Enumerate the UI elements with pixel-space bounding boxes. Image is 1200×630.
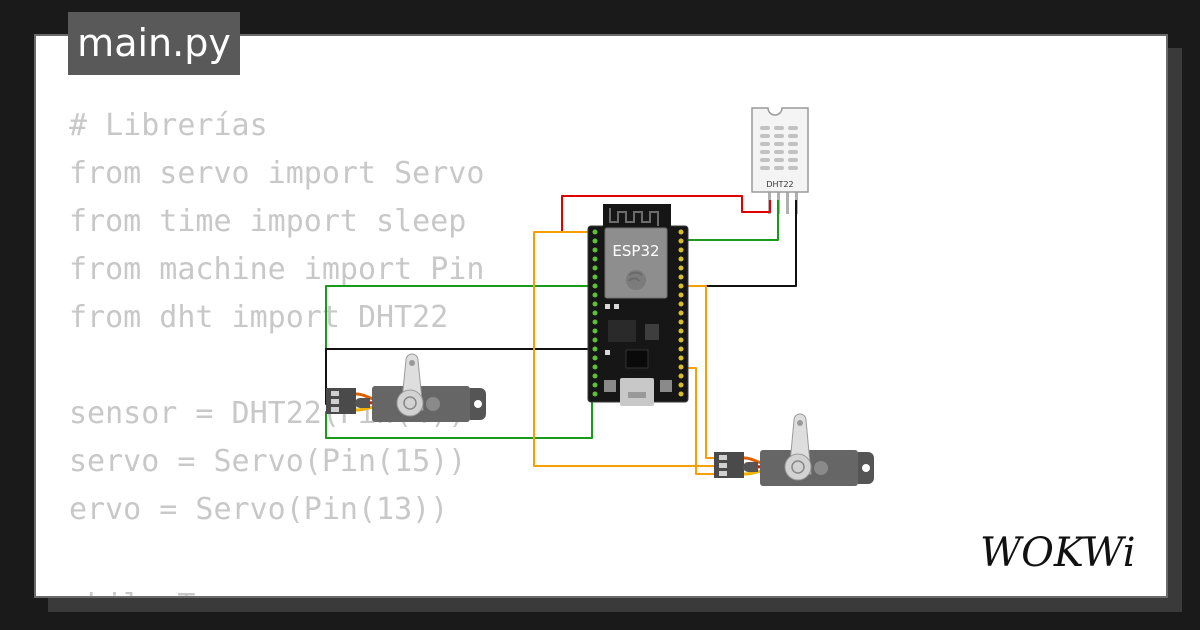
wire-servo-right-gnd bbox=[684, 367, 718, 475]
right-pin-header bbox=[678, 229, 684, 397]
wire-servo-left-signal bbox=[325, 285, 590, 395]
file-tab-main-py[interactable]: main.py bbox=[68, 12, 240, 75]
code-preview: # Librerías from servo import Servo from t… bbox=[69, 102, 485, 596]
code-line: ervo = Servo(Pin(13)) bbox=[69, 492, 449, 527]
code-line: from dht import DHT22 bbox=[69, 300, 449, 335]
code-line: from machine import Pin bbox=[69, 252, 485, 287]
code-line: from time import sleep bbox=[69, 204, 467, 239]
servo-left[interactable] bbox=[326, 353, 486, 422]
code-line: while True: bbox=[69, 582, 484, 596]
esp32-board[interactable]: ESP32 bbox=[587, 204, 689, 406]
wokwi-logo: WOKWi bbox=[980, 530, 1136, 576]
wire-dht-data bbox=[684, 200, 779, 241]
left-pin-header bbox=[592, 229, 598, 397]
esp32-label: ESP32 bbox=[612, 242, 659, 260]
wires bbox=[325, 195, 797, 475]
wire-servo-right-vcc bbox=[684, 285, 718, 459]
wire-dht-ground bbox=[704, 200, 797, 287]
code-line: from servo import Servo bbox=[69, 156, 485, 191]
dht22-sensor[interactable]: DHT22 bbox=[751, 107, 809, 214]
code-line: # Librerías bbox=[69, 108, 268, 143]
wire-servo-right-signal bbox=[533, 231, 718, 467]
servo-right[interactable] bbox=[714, 413, 874, 486]
espressif-logo-icon bbox=[626, 270, 646, 290]
dht22-label: DHT22 bbox=[766, 180, 793, 189]
wokwi-logo-text: WOKWi bbox=[980, 530, 1136, 576]
code-line: servo = Servo(Pin(15)) bbox=[69, 444, 467, 479]
